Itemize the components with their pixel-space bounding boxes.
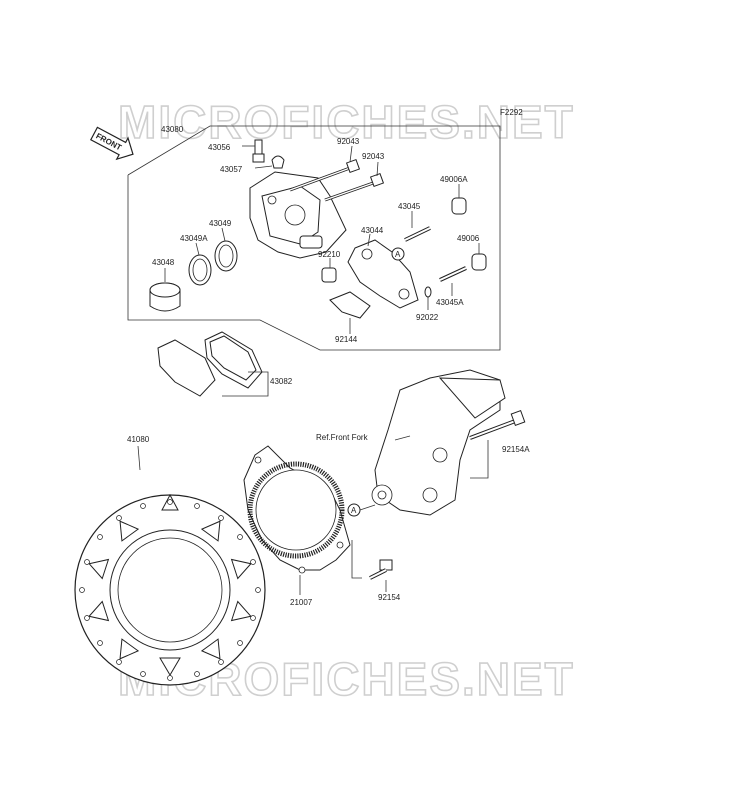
label-41080: 41080 <box>127 435 150 444</box>
brake-pads-icon <box>157 331 269 397</box>
pin-sleeve-icon <box>404 211 431 242</box>
label-43056: 43056 <box>208 143 231 152</box>
figure-code: F2292 <box>500 108 523 117</box>
pad-spring-icon <box>329 291 371 334</box>
label-43045a: 43045A <box>436 298 464 307</box>
label-43048: 43048 <box>152 258 175 267</box>
pin-bolt-1-icon <box>289 145 361 192</box>
dust-seal-icon <box>188 242 212 286</box>
ref-front-fork-label: Ref.Front Fork <box>316 433 369 442</box>
watermark-top: MICROFICHES.NET <box>118 96 575 148</box>
front-fork-lower-icon <box>371 369 506 516</box>
label-43044: 43044 <box>361 226 384 235</box>
label-92154a: 92154A <box>502 445 530 454</box>
disc-bolt-icon <box>351 540 393 592</box>
brake-disc-icon <box>74 445 266 686</box>
assembly-outline <box>127 125 501 351</box>
label-43080: 43080 <box>161 125 184 134</box>
svg-text:A: A <box>351 506 357 515</box>
label-43049a: 43049A <box>180 234 208 243</box>
label-92022: 92022 <box>416 313 439 322</box>
label-43082: 43082 <box>270 377 293 386</box>
label-43057: 43057 <box>220 165 243 174</box>
rubber-boot-icon <box>321 258 337 283</box>
mounting-bolt-a-icon <box>469 410 526 479</box>
label-49006a: 49006A <box>440 175 468 184</box>
circlip-icon <box>424 286 432 310</box>
caliper-body-icon <box>249 171 347 259</box>
sleeve-43045a-icon <box>439 266 467 296</box>
label-49006: 49006 <box>457 234 480 243</box>
callout-a-upper: A <box>391 247 405 261</box>
label-92154: 92154 <box>378 593 401 602</box>
callout-a-lower: A <box>347 503 376 517</box>
label-92043-a: 92043 <box>337 137 360 146</box>
bleeder-valve-icon <box>242 139 265 163</box>
ref-leader <box>394 435 411 441</box>
caliper-bracket-icon <box>347 233 419 309</box>
pin-bolt-2-icon <box>324 161 385 202</box>
boot-49006-icon <box>471 243 487 271</box>
piston-icon <box>149 268 181 312</box>
label-92210: 92210 <box>318 250 341 259</box>
label-92043-b: 92043 <box>362 152 385 161</box>
svg-text:A: A <box>395 250 401 259</box>
label-43049: 43049 <box>209 219 232 228</box>
abs-sensor-rotor-icon <box>243 445 351 595</box>
label-92144: 92144 <box>335 335 358 344</box>
label-43045: 43045 <box>398 202 421 211</box>
piston-seal-icon <box>214 227 238 272</box>
boot-49006a-icon <box>451 184 467 215</box>
bleeder-cap-icon <box>254 155 285 169</box>
label-21007: 21007 <box>290 598 313 607</box>
